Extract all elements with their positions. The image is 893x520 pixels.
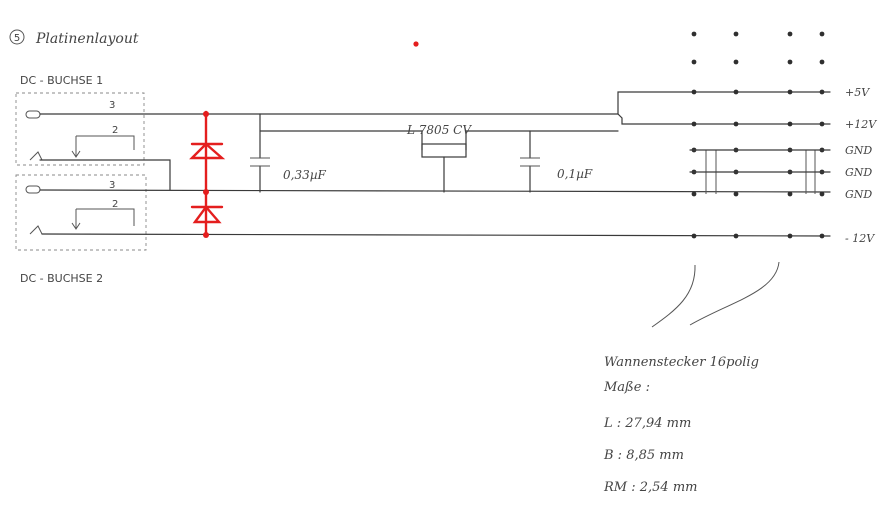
cap-2-label: 0,1µF — [557, 167, 593, 181]
connector-pin-3-3 — [819, 121, 825, 127]
jack-2-switch-arm — [76, 208, 135, 226]
wire-5v-out — [617, 91, 831, 115]
connector-pin-0-3 — [819, 31, 825, 37]
dim-length: L : 27,94 mm — [603, 416, 691, 431]
output-labels: +5V +12V GND GND GND - 12V — [845, 86, 877, 245]
page-title: Platinenlayout — [35, 31, 139, 47]
connector-pin-7-3 — [819, 233, 825, 239]
jack-2-pin-sleeve — [25, 185, 41, 194]
cap-1-label: 0,33µF — [283, 168, 327, 182]
connector-pin-grid — [691, 31, 825, 239]
jack-1-pin-sleeve — [25, 110, 41, 119]
leader-line-1 — [651, 264, 696, 328]
connector-pin-6-2 — [787, 191, 793, 197]
protection-diodes — [189, 110, 226, 238]
page-header: 5 Platinenlayout — [9, 29, 139, 47]
connector-pin-2-2 — [787, 89, 793, 95]
connector-pin-7-1 — [733, 233, 739, 239]
connector-pin-0-2 — [787, 31, 793, 37]
dc-jack-1: DC - BUCHSE 1 3 2 — [15, 74, 145, 166]
dim-pitch: RM : 2,54 mm — [603, 480, 697, 495]
wire-gnd — [39, 189, 831, 193]
gnd-rows — [689, 149, 831, 173]
diode-2-symbol — [190, 205, 224, 224]
connector-pin-2-0 — [691, 89, 697, 95]
connector-pin-1-0 — [691, 59, 697, 65]
connector-pin-1-3 — [819, 59, 825, 65]
output-gnd-3: GND — [845, 188, 872, 201]
connector-pin-2-3 — [819, 89, 825, 95]
wire-12v-out — [617, 113, 831, 125]
dim-width: B : 8,85 mm — [603, 448, 684, 463]
red-marker-dot — [413, 41, 419, 47]
connector-pin-7-0 — [691, 233, 697, 239]
connector-note: Wannenstecker 16polig — [604, 355, 759, 370]
jack-1-outline — [15, 92, 145, 166]
connector-pin-1-1 — [733, 59, 739, 65]
output-gnd-1: GND — [845, 144, 872, 157]
connector-pin-3-1 — [733, 121, 739, 127]
jack-2-pin2: 2 — [112, 199, 118, 210]
connector-pin-2-1 — [733, 89, 739, 95]
jack-1-label: DC - BUCHSE 1 — [20, 74, 103, 87]
connector-pin-0-1 — [733, 31, 739, 37]
output-gnd-2: GND — [845, 166, 872, 179]
connector-pin-6-0 — [691, 191, 697, 197]
connector-pin-6-3 — [819, 191, 825, 197]
section-number-circle — [9, 29, 25, 45]
jack-2-pin3: 3 — [109, 180, 115, 191]
connector-pin-6-1 — [733, 191, 739, 197]
jack-1-contact — [29, 151, 43, 161]
jack-2-outline — [15, 174, 147, 251]
jack-1-switch-arm — [76, 135, 135, 150]
diode-node-mid — [203, 189, 209, 195]
jack-2-label: DC - BUCHSE 2 — [20, 272, 103, 285]
jack-1-pin2: 2 — [112, 125, 118, 136]
dc-jack-2: 3 2 DC - BUCHSE 2 — [15, 174, 147, 285]
jack-2-switch-arrow — [71, 209, 81, 230]
diode-1-symbol — [189, 142, 226, 160]
section-number: 5 — [14, 33, 20, 44]
wires — [39, 91, 831, 237]
connector-pin-3-0 — [691, 121, 697, 127]
wire-minus-12v — [41, 233, 831, 237]
regulator-label: L 7805 CV — [406, 123, 472, 137]
leader-line-2 — [689, 261, 780, 326]
output-12v: +12V — [845, 118, 877, 131]
connector-notes: Wannenstecker 16polig Maße : L : 27,94 m… — [603, 355, 759, 495]
output-minus-12v: - 12V — [845, 232, 875, 245]
regulator-body — [421, 143, 467, 158]
cap-1-symbol — [250, 157, 270, 167]
diode-node-top — [203, 111, 209, 117]
connector-pin-7-2 — [787, 233, 793, 239]
output-5v: +5V — [845, 86, 870, 99]
connector-pin-3-2 — [787, 121, 793, 127]
jack-1-pin3: 3 — [109, 100, 115, 111]
connector-pin-1-2 — [787, 59, 793, 65]
diode-node-bottom — [203, 232, 209, 238]
connector-pin-0-0 — [691, 31, 697, 37]
cap-2-symbol — [520, 157, 540, 167]
jack-2-contact — [29, 225, 43, 235]
jack-1-switch-arrow — [71, 136, 81, 158]
dims-title: Maße : — [603, 380, 650, 395]
regulator-leads — [421, 130, 467, 193]
wire-jack1-ground — [39, 159, 171, 191]
